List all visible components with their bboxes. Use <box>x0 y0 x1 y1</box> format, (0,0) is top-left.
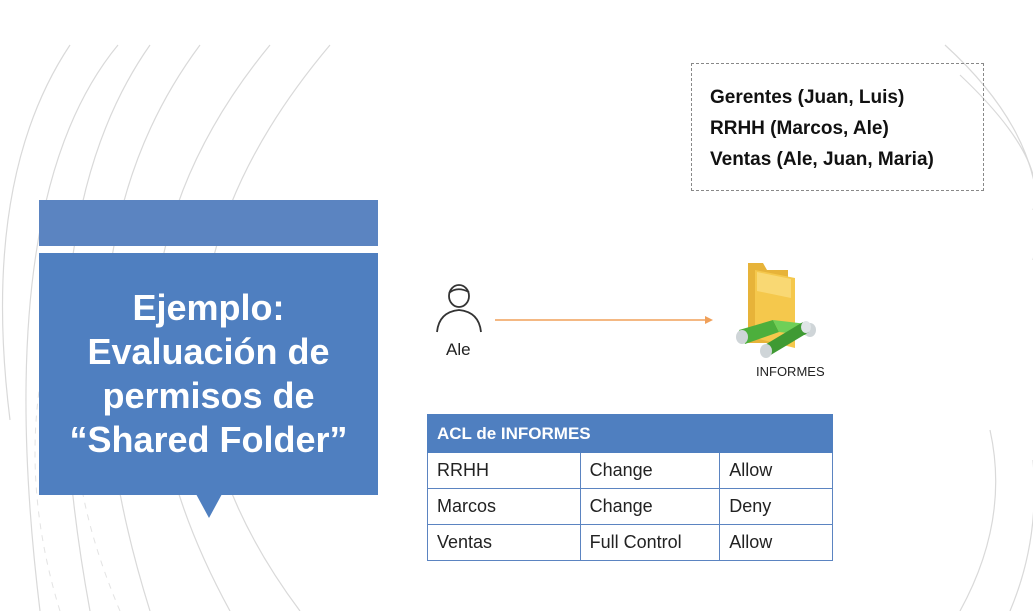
groups-box: Gerentes (Juan, Luis) RRHH (Marcos, Ale)… <box>691 63 984 191</box>
acl-principal: RRHH <box>427 452 581 489</box>
acl-permission: Change <box>579 452 721 489</box>
acl-permission: Full Control <box>579 524 721 561</box>
user-label: Ale <box>446 340 471 359</box>
access-arrow <box>495 316 713 324</box>
slide-title: Ejemplo: Evaluación de permisos de “Shar… <box>69 287 348 460</box>
acl-table-header: ACL de INFORMES <box>427 414 833 453</box>
table-row: Marcos Change Deny <box>427 488 833 525</box>
acl-principal: Marcos <box>427 488 581 525</box>
group-line: Ventas (Ale, Juan, Maria) <box>710 149 934 170</box>
title-box: Ejemplo: Evaluación de permisos de “Shar… <box>39 253 378 495</box>
title-pointer <box>196 494 222 518</box>
group-line: RRHH (Marcos, Ale) <box>710 118 889 139</box>
user-icon <box>436 284 482 333</box>
table-row: Ventas Full Control Allow <box>427 524 833 561</box>
table-row: RRHH Change Allow <box>427 452 833 489</box>
title-accent-bar <box>39 200 378 246</box>
shared-folder-icon <box>736 263 816 358</box>
acl-type: Deny <box>719 488 833 525</box>
acl-type: Allow <box>719 452 833 489</box>
acl-principal: Ventas <box>427 524 581 561</box>
folder-label: INFORMES <box>756 364 825 379</box>
acl-type: Allow <box>719 524 833 561</box>
acl-table: ACL de INFORMES RRHH Change Allow Marcos… <box>427 414 833 561</box>
group-line: Gerentes (Juan, Luis) <box>710 87 905 108</box>
acl-permission: Change <box>579 488 721 525</box>
